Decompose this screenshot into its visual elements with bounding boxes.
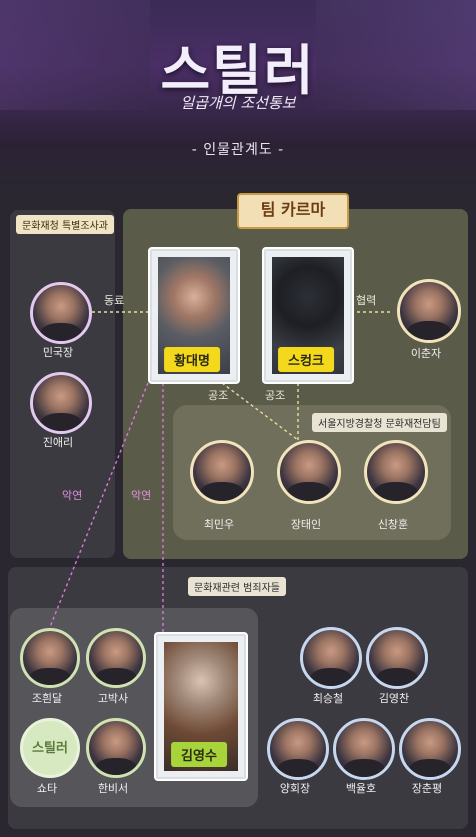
portrait-jang-taein: [277, 440, 341, 504]
portrait-han-biseo: [86, 718, 146, 778]
header-decoration-left: [0, 0, 150, 110]
name-jo-heondal: 조흰달: [31, 692, 63, 705]
name-yang-hoejang: 양회장: [279, 782, 311, 795]
portrait-yang-hoejang: [267, 718, 329, 780]
name-lee-chunja: 이춘자: [410, 347, 442, 360]
portrait-baek-yulho: [333, 718, 395, 780]
card-skunk: [262, 247, 354, 384]
portrait-min-gukjang: [30, 282, 92, 344]
portrait-shin-changhun: [364, 440, 428, 504]
header-decoration-right: [316, 0, 476, 110]
name-skunk: 스컹크: [278, 347, 334, 372]
name-jang-chunpyeong: 장춘평: [411, 782, 443, 795]
portrait-kim-youngchan: [366, 627, 428, 689]
group-tag-cultural-heritage: 문화재청 특별조사과: [16, 215, 114, 234]
name-shota: 쇼타: [36, 782, 58, 795]
portrait-shota: 스틸러: [20, 718, 80, 778]
chart-title: - 인물관계도 -: [191, 142, 285, 158]
portrait-jin-aeri: [30, 372, 92, 434]
name-min-gukjang: 민국장: [42, 346, 74, 359]
name-jin-aeri: 진애리: [42, 436, 74, 449]
name-jang-taein: 장태인: [290, 518, 322, 531]
name-choi-seungcheol: 최승철: [312, 692, 344, 705]
relation-label-assist-1: 공조: [208, 389, 229, 402]
name-kim-youngsu: 김영수: [171, 742, 227, 767]
relation-label-coworker: 동료: [104, 294, 125, 307]
relation-label-cooperation: 협력: [356, 294, 377, 307]
portrait-choi-minwoo: [190, 440, 254, 504]
name-han-biseo: 한비서: [97, 782, 129, 795]
relation-label-bad-blood-2: 악연: [131, 489, 152, 502]
header-banner: [0, 0, 476, 190]
portrait-go-baksa: [86, 628, 146, 688]
name-hwang-daemyeong: 황대명: [164, 347, 220, 372]
show-logo-subtitle: 일곱개의 조선통보: [180, 94, 296, 112]
group-tag-criminals: 문화재관련 범죄자들: [188, 577, 286, 596]
relation-label-bad-blood-1: 악연: [62, 489, 83, 502]
name-go-baksa: 고박사: [97, 692, 129, 705]
group-tag-seoul-police: 서울지방경찰청 문화재전담팀: [312, 413, 447, 432]
name-choi-minwoo: 최민우: [203, 518, 235, 531]
portrait-choi-seungcheol: [300, 627, 362, 689]
name-baek-yulho: 백율호: [345, 782, 377, 795]
portrait-jo-heondal: [20, 628, 80, 688]
shota-logo: 스틸러: [32, 741, 68, 757]
name-shin-changhun: 신창훈: [377, 518, 409, 531]
relation-label-assist-2: 공조: [265, 389, 286, 402]
portrait-jang-chunpyeong: [399, 718, 461, 780]
name-kim-youngchan: 김영찬: [378, 692, 410, 705]
group-tag-team-karma: 팀 카르마: [237, 193, 349, 229]
portrait-lee-chunja: [397, 279, 461, 343]
show-logo: 스틸러: [160, 39, 316, 102]
